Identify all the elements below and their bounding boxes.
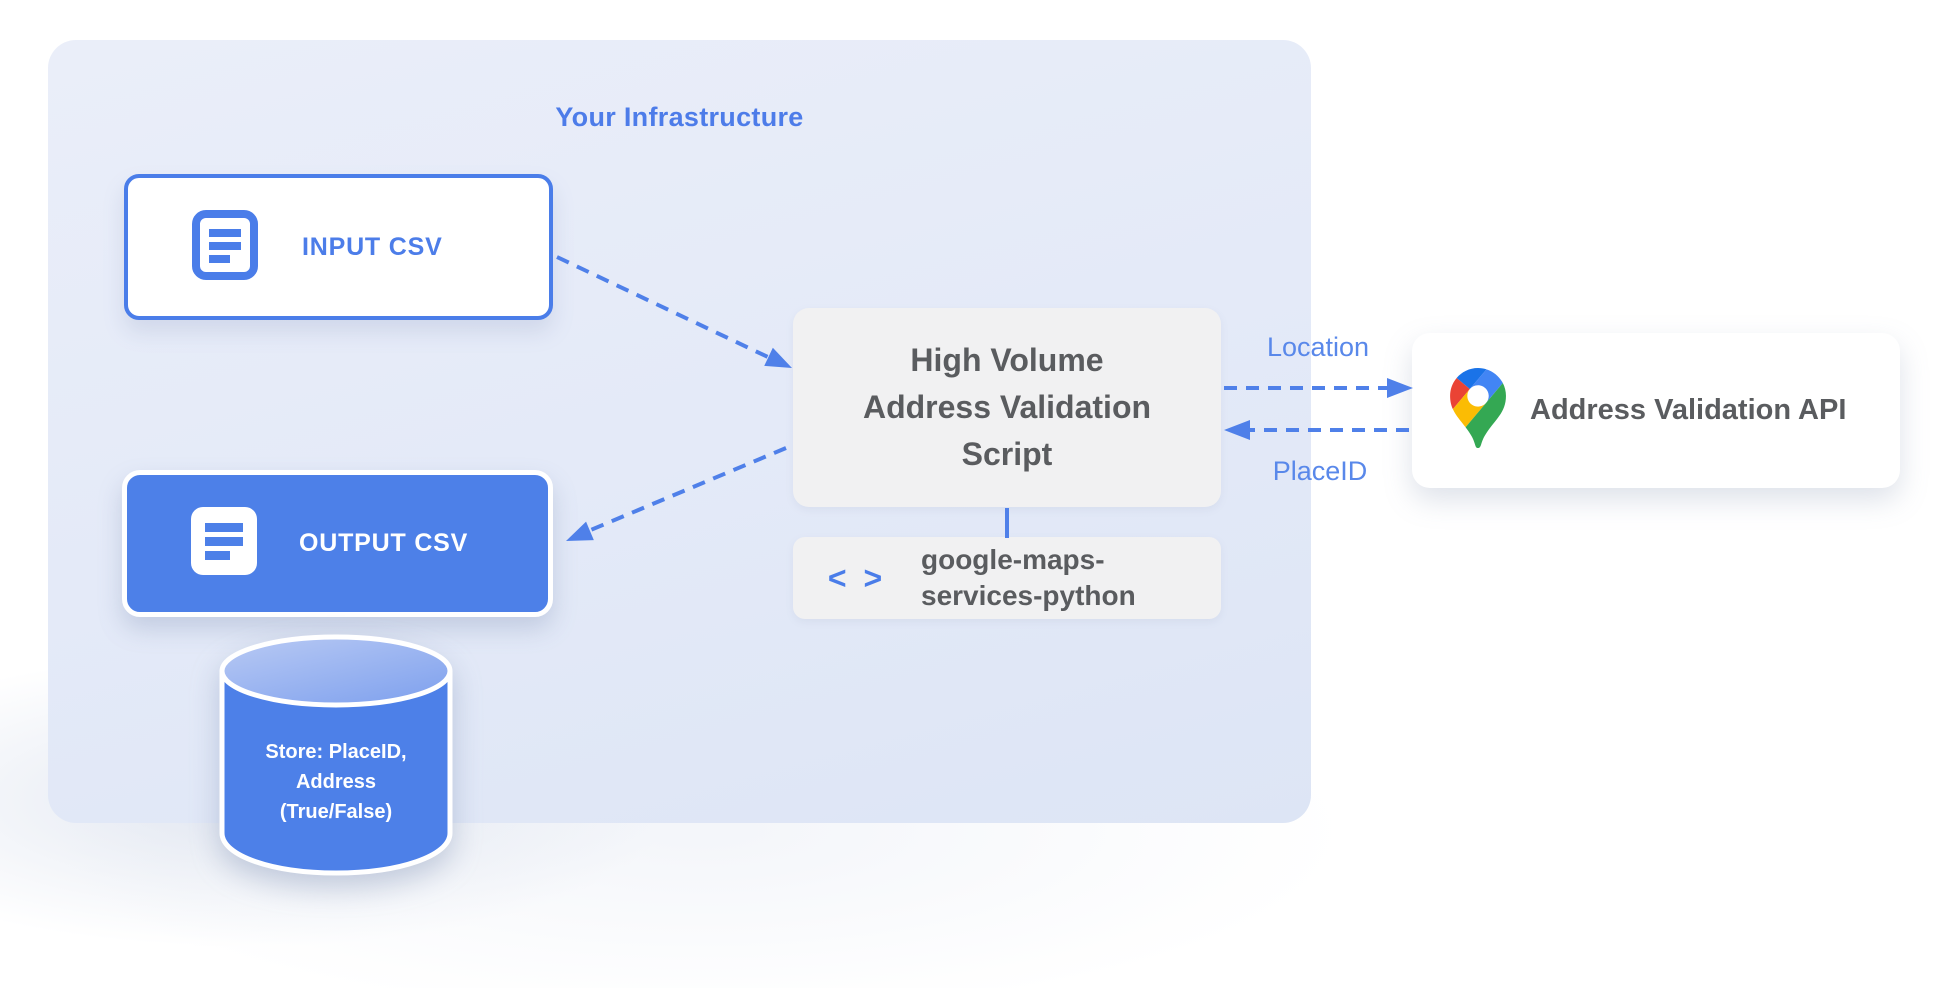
- database-cylinder-icon: [216, 634, 456, 881]
- api-label: Address Validation API: [1530, 394, 1847, 426]
- api-node: Address Validation API: [1412, 333, 1900, 488]
- input-csv-label: INPUT CSV: [302, 232, 443, 261]
- code-icon: < >: [827, 559, 887, 596]
- script-node: High Volume Address Validation Script: [793, 308, 1221, 507]
- input-csv-node: INPUT CSV: [124, 174, 553, 320]
- edge-label-placeid: PlaceID: [1272, 456, 1368, 486]
- document-icon: [192, 209, 258, 285]
- output-csv-label: OUTPUT CSV: [299, 529, 469, 557]
- script-label: High Volume Address Validation Script: [862, 342, 1152, 472]
- edge-label-location: Location: [1266, 332, 1370, 362]
- datastore-node: Store: PlaceID, Address (True/False): [216, 631, 456, 877]
- datastore-label: Store: PlaceID, Address (True/False): [265, 741, 407, 823]
- output-csv-node: OUTPUT CSV: [122, 470, 553, 617]
- arrowhead: [1387, 378, 1413, 398]
- library-label: google-maps- services-python: [921, 544, 1136, 611]
- infrastructure-title: Your Infrastructure: [555, 102, 804, 132]
- library-node: < > google-maps- services-python: [793, 537, 1221, 619]
- document-icon: [189, 505, 259, 582]
- google-maps-pin-icon: [1450, 368, 1506, 453]
